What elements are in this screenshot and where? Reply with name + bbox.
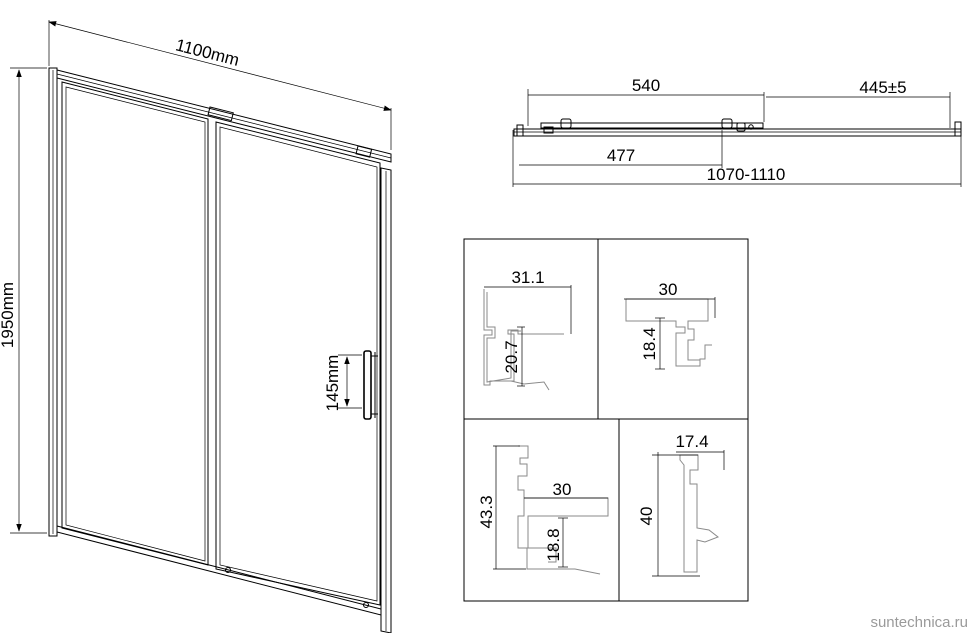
handle-dimension: 145mm xyxy=(323,354,362,412)
dim-445-label: 445±5 xyxy=(859,78,906,97)
p4-height-label: 40 xyxy=(637,507,656,526)
profile-section-1: 31.1 20.7 xyxy=(483,268,572,391)
p3-height-label: 18.8 xyxy=(544,528,563,561)
profile-section-3: 43.3 30 18.8 xyxy=(477,445,609,575)
profile-section-2: 30 18.4 xyxy=(624,280,716,370)
p1-height-label: 20.7 xyxy=(502,340,521,373)
profile-section-4: 17.4 40 xyxy=(637,432,725,577)
p1-width-label: 31.1 xyxy=(511,268,544,287)
height-dimension: 1950mm xyxy=(0,67,47,534)
profile-sections: 31.1 20.7 30 18.4 43.3 xyxy=(463,238,749,602)
sliding-glass-panel xyxy=(215,121,381,606)
dim-range-label: 1070-1110 xyxy=(707,165,786,184)
p4-width-label: 17.4 xyxy=(675,432,708,451)
wall-profile-right xyxy=(380,167,392,633)
width-label: 1100mm xyxy=(174,35,242,70)
p3-total-height-label: 43.3 xyxy=(477,495,496,528)
top-view: 540 445±5 477 1070-1110 xyxy=(512,76,962,187)
p2-width-label: 30 xyxy=(659,280,678,299)
front-view: 1100mm 1950mm 145mm xyxy=(0,20,392,633)
dim-540-label: 540 xyxy=(632,76,660,95)
door-handle xyxy=(363,350,378,420)
dim-477-label: 477 xyxy=(607,146,635,165)
fixed-glass-panel xyxy=(61,81,209,566)
watermark: suntechnica.ru xyxy=(870,614,968,631)
p3-width-label: 30 xyxy=(553,480,572,499)
p2-height-label: 18.4 xyxy=(640,327,659,360)
height-label: 1950mm xyxy=(0,282,17,348)
handle-label: 145mm xyxy=(323,355,342,412)
